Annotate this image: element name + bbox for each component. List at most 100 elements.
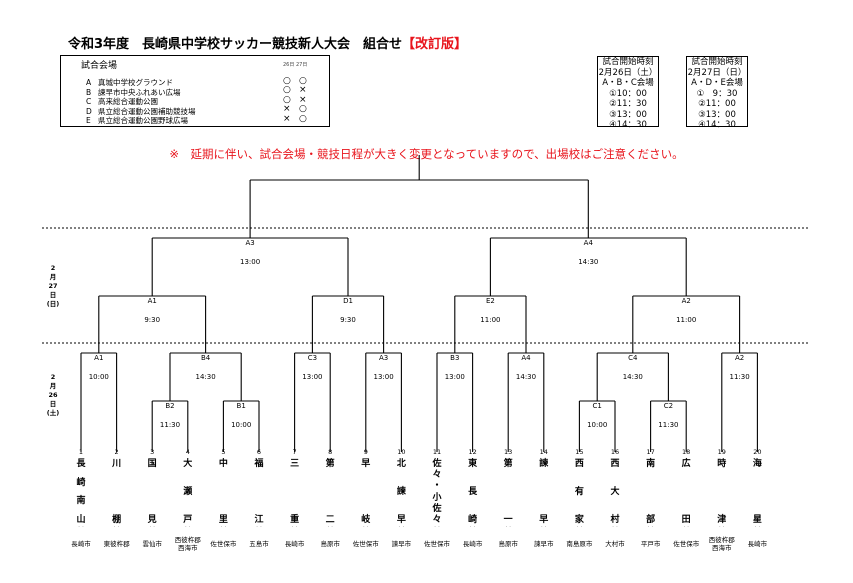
team-name: 大瀬戸 [181,459,195,525]
date-label-27: 2 月 27 日 (日) [46,264,60,309]
team-number: 6 [256,448,262,456]
team-number: 20 [753,448,762,456]
team-name-char: 諫 [396,487,406,497]
team-name: 第一 [501,459,515,525]
match-code: C1 [592,402,602,410]
team-name-char: 岐 [361,515,371,525]
match-time: 9:30 [340,316,356,324]
venue-availability-mark: × [299,94,307,105]
venue-availability-mark: ○ [299,75,307,86]
dots-decoration: · · [256,524,262,531]
venue-row: D 県立総合運動公園補助競技場 [86,106,196,117]
team-name-char: 見 [147,515,157,525]
match-time: 14:30 [622,373,643,381]
team-city: 長崎市 [747,540,768,548]
team-name-char: 々 [432,470,442,481]
team-city: 佐世保市 [210,540,237,548]
date-part: (日) [46,300,60,308]
start-times-box-27: 試合開始時刻 2月27日（日） A・D・E会場 ① 9：30 ②11：00 ③1… [686,56,748,130]
match-time: 10:00 [88,373,109,381]
start-time: ③13：00 [698,109,736,120]
team-name-char: 村 [610,515,620,525]
start-time: ①10：00 [609,88,647,99]
team-name-char: 川 [112,459,122,469]
venue-name: 県立総合運動公園野球広場 [98,116,188,126]
team-number: 7 [292,448,297,456]
match-time: 13:00 [240,258,261,266]
team-name-char: 崎 [468,515,478,525]
team-name-char: 国 [147,459,157,469]
match-time: 10:00 [587,421,608,429]
team-number: 4 [185,448,190,456]
venue-availability-mark: × [283,104,291,115]
dots-decoration: · · [398,524,405,531]
team-name: 第二 [323,459,337,525]
match-time: 13:00 [444,373,465,381]
team-name: 国見 [145,459,159,525]
match-code: A4 [583,239,593,247]
team-city: 五島市 [249,540,269,548]
team-name-char: 早 [539,515,549,525]
team-city: 諫早市 [391,540,412,548]
venue-availability-mark: ○ [283,85,291,96]
dots-decoration: · · [78,524,84,531]
dots-decoration: · · [327,524,334,531]
start-time: ③13：00 [609,109,647,120]
dots-decoration: · · [683,524,690,531]
venue-name: 県立総合運動公園補助競技場 [98,106,196,116]
team-number: 8 [328,448,333,456]
start-time: ②11：30 [609,99,647,109]
venue-row: B 諫早市中央ふれあい広場 [86,87,181,98]
start-times-box-26: 試合開始時刻 2月26日（土） A・B・C会場 ①10：00 ②11：30 ③1… [597,56,659,130]
venue-availability-mark: ○ [299,104,307,115]
venue-code: B [86,87,92,97]
dots-decoration: · · [647,524,654,531]
match-code: A3 [245,239,255,247]
match-code: C2 [663,402,674,410]
date-part: 2 [50,264,56,272]
start-times-heading: 試合開始時刻 [691,57,743,67]
date-label-26: 2 月 26 日 (土) [46,373,60,418]
match-code: A2 [681,297,691,305]
team-name-char: 山 [76,514,86,525]
team-city: 東彼杵郡 [103,540,130,548]
match-code: B1 [236,402,246,410]
dots-decoration: · · [113,524,120,531]
dots-decoration: · · [291,524,298,531]
venue-availability-mark: ○ [283,94,291,105]
match-code: C4 [628,354,638,362]
team-name-char: 小 [432,492,442,503]
team-name: 諫早 [537,459,551,525]
team-city: 西彼杵郡西海市 [708,536,735,552]
team-name-char: 三 [290,459,300,469]
venue-day-headers: 26日 27日 [283,61,307,68]
match-code: D1 [343,297,353,305]
match-code: A1 [147,297,157,305]
venue-name: 諫早市中央ふれあい広場 [98,87,181,97]
venue-code: A [86,78,92,87]
dots-decoration: · · [576,524,583,531]
team-number: 1 [78,448,84,456]
team-name: 海星 [750,459,764,525]
match-time: 14:30 [578,258,599,266]
team-name-char: 第 [503,459,513,469]
match-code: A4 [521,354,531,362]
match-time: 11:30 [159,421,181,429]
start-time: ① 9：30 [696,88,738,99]
team-city: 佐世保市 [424,540,450,548]
date-part: 日 [49,291,57,299]
venue-code: D [86,106,92,116]
team-name-char: 佐 [432,503,442,514]
team-name: 北諫早 [394,459,408,525]
team-name: 川棚 [110,459,124,525]
match-time: 14:30 [195,373,216,381]
team-name: 南部 [644,459,658,525]
team-city: 西彼杵郡西海市 [174,536,201,552]
team-city: 雲仙市 [142,540,162,548]
page-title: 令和3年度 長崎県中学校サッカー競技新人大会 組合せ【改訂版】 [68,33,467,52]
date-part: 26 [48,391,58,399]
team-number: 2 [114,448,119,456]
match-time: 10:00 [231,421,252,429]
